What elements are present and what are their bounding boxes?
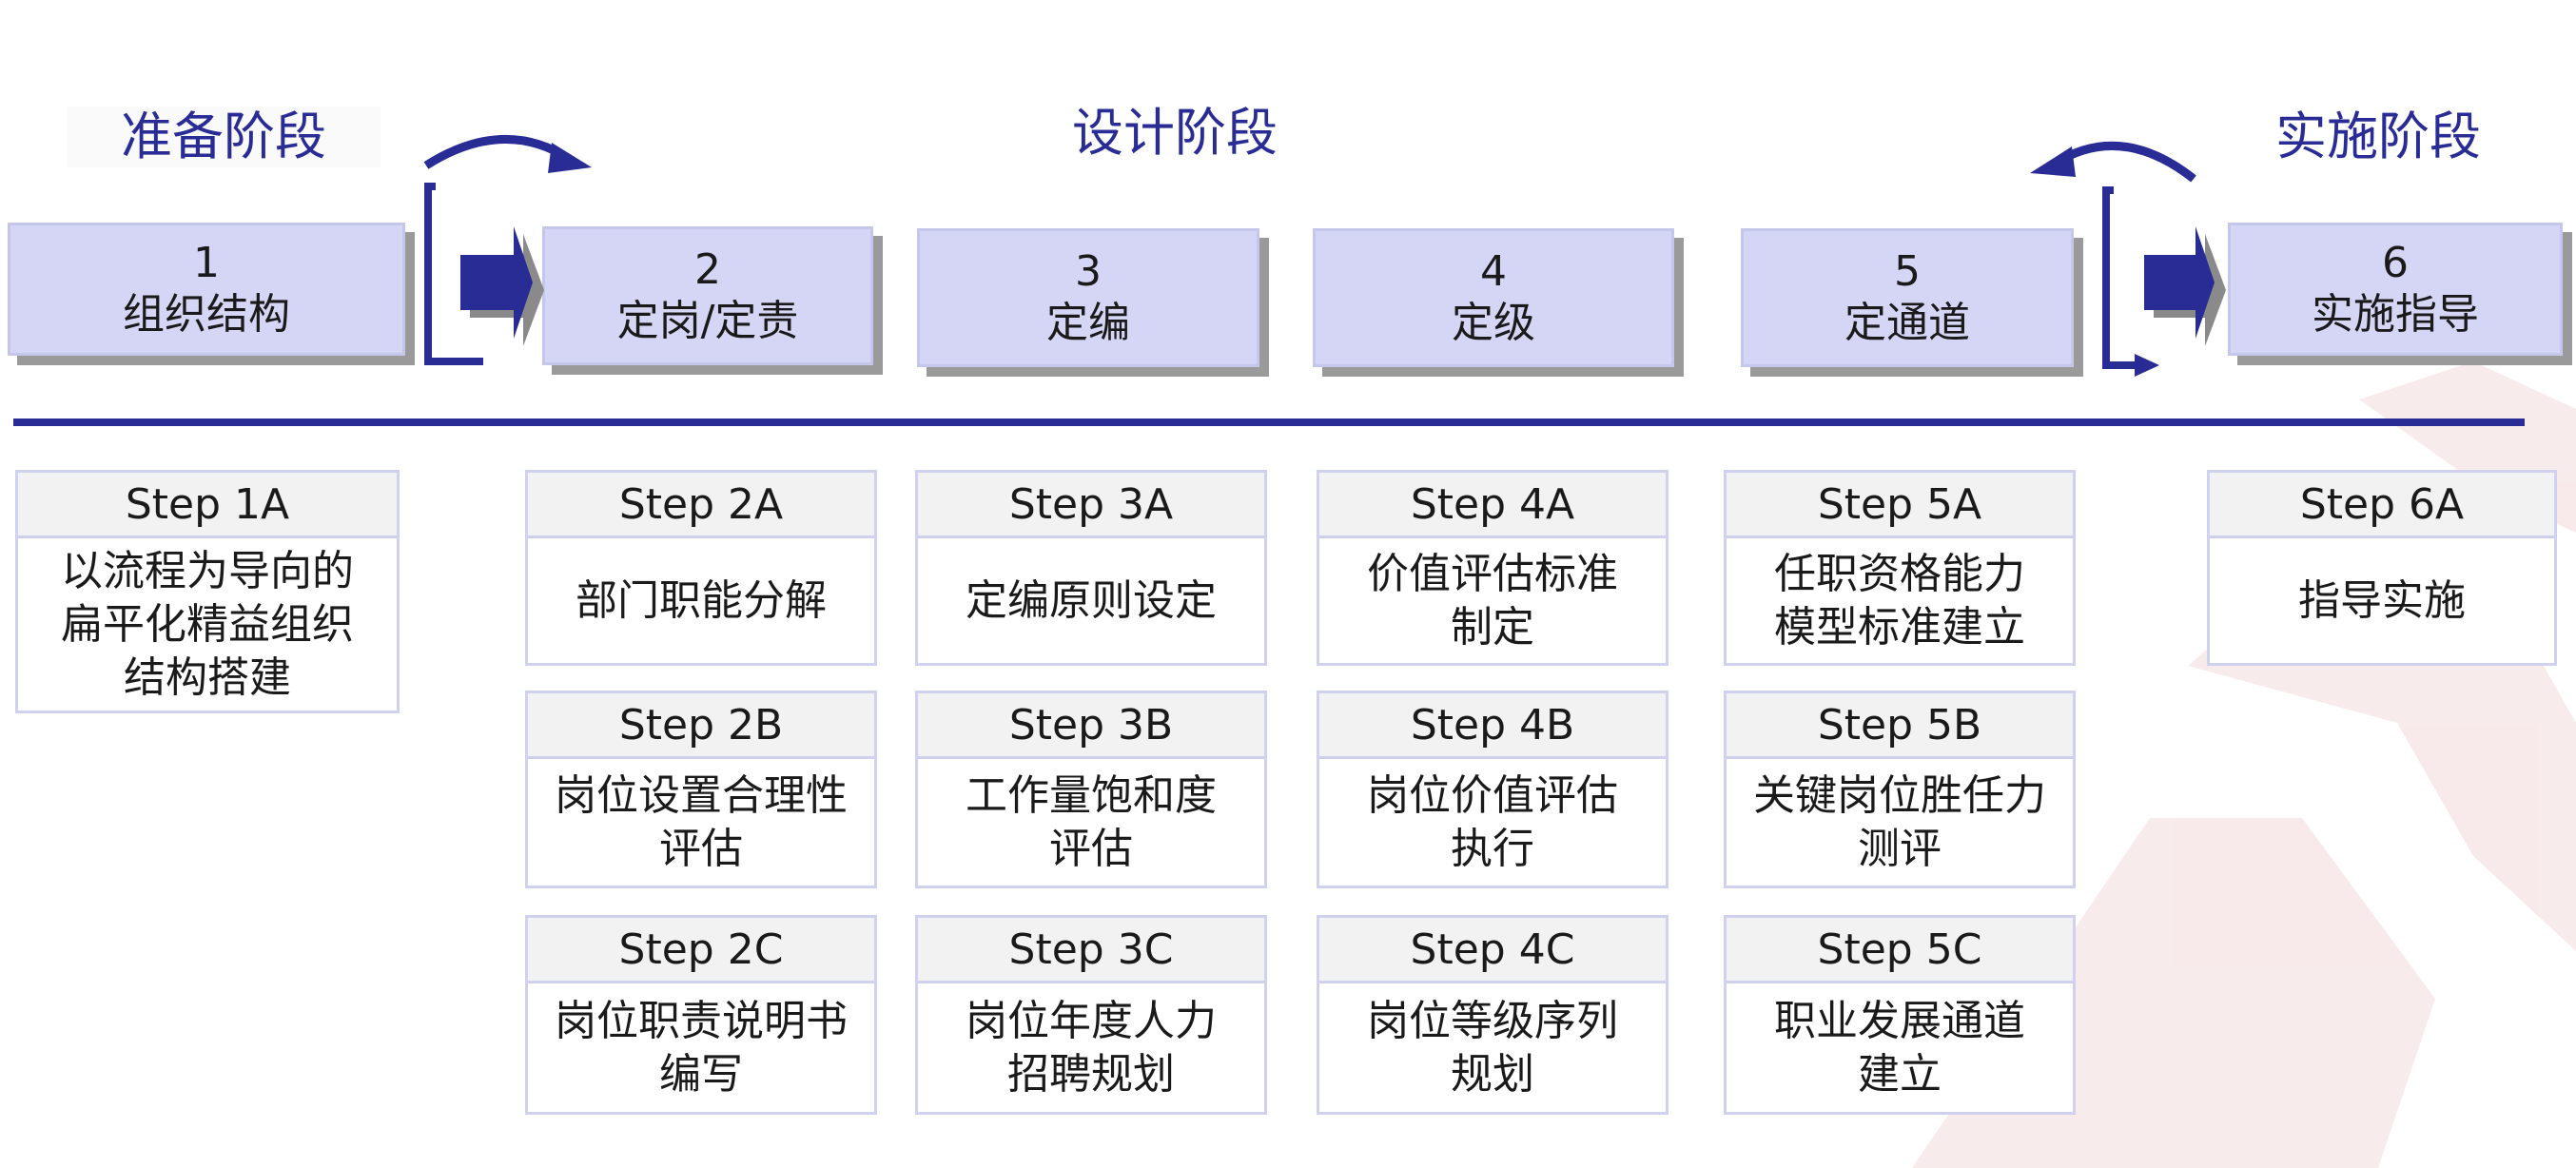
step-label: Step 3C (918, 918, 1264, 983)
step-label: Step 6A (2210, 473, 2554, 538)
stage-divider-line (13, 419, 2525, 426)
stage-4-box: 4 定级 (1313, 228, 1674, 367)
step-label: Step 4C (1319, 918, 1666, 983)
step-description: 工作量饱和度 评估 (966, 770, 1217, 873)
step-description: 部门职能分解 (576, 575, 827, 625)
stage-name: 组织结构 (123, 290, 290, 339)
stage-name: 实施指导 (2312, 290, 2479, 339)
stage-name: 定通道 (1844, 299, 1970, 347)
step-card-1A: Step 1A 以流程为导向的 扁平化精益组织 结构搭建 (15, 470, 400, 713)
step-label: Step 2B (528, 693, 874, 759)
step-label: Step 5C (1727, 918, 2073, 983)
step-card-4C: Step 4C 岗位等级序列 规划 (1317, 915, 1669, 1115)
stage-name: 定级 (1452, 299, 1535, 347)
stage-5-box: 5 定通道 (1741, 228, 2074, 367)
step-card-5B: Step 5B 关键岗位胜任力 测评 (1724, 691, 2076, 888)
step-card-3B: Step 3B 工作量饱和度 评估 (915, 691, 1267, 888)
step-label: Step 5B (1727, 693, 2073, 759)
stage-1-box: 1 组织结构 (8, 223, 405, 356)
step-card-4B: Step 4B 岗位价值评估 执行 (1317, 691, 1669, 888)
step-description: 指导实施 (2298, 575, 2466, 625)
step-label: Step 4B (1319, 693, 1666, 759)
stage-name: 定编 (1046, 299, 1130, 347)
stage-6-box: 6 实施指导 (2228, 223, 2563, 356)
step-card-5A: Step 5A 任职资格能力 模型标准建立 (1724, 470, 2076, 666)
step-label: Step 5A (1727, 473, 2073, 538)
stage-number: 3 (1075, 247, 1102, 296)
step-card-6A: Step 6A 指导实施 (2207, 470, 2557, 666)
step-label: Step 2C (528, 918, 874, 983)
step-description: 岗位设置合理性 评估 (555, 770, 848, 873)
step-description: 岗位年度人力 招聘规划 (966, 996, 1217, 1099)
step-card-3C: Step 3C 岗位年度人力 招聘规划 (915, 915, 1267, 1115)
step-description: 任职资格能力 模型标准建立 (1774, 549, 2025, 652)
step-card-5C: Step 5C 职业发展通道 建立 (1724, 915, 2076, 1115)
stage-2-box: 2 定岗/定责 (542, 226, 873, 365)
stage-name: 定岗/定责 (616, 297, 799, 345)
step-description: 职业发展通道 建立 (1774, 996, 2025, 1099)
step-description: 岗位等级序列 规划 (1367, 996, 1618, 1099)
step-label: Step 3B (918, 693, 1264, 759)
stage-number: 2 (694, 245, 721, 294)
phase-label-prepare: 准备阶段 (67, 107, 381, 167)
step-description: 岗位职责说明书 编写 (555, 996, 848, 1099)
stage-number: 1 (193, 239, 220, 287)
step-card-2C: Step 2C 岗位职责说明书 编写 (525, 915, 877, 1115)
step-label: Step 4A (1319, 473, 1666, 538)
stage-number: 4 (1480, 247, 1507, 296)
phase-label-design: 设计阶段 (1072, 103, 1278, 163)
step-label: Step 1A (18, 473, 397, 538)
stage-number: 5 (1894, 247, 1921, 296)
step-card-4A: Step 4A 价值评估标准 制定 (1317, 470, 1669, 666)
step-description: 价值评估标准 制定 (1367, 549, 1618, 652)
stage-number: 6 (2382, 239, 2409, 287)
step-card-3A: Step 3A 定编原则设定 (915, 470, 1267, 666)
step-card-2B: Step 2B 岗位设置合理性 评估 (525, 691, 877, 888)
stage-3-box: 3 定编 (917, 228, 1259, 367)
step-label: Step 3A (918, 473, 1264, 538)
step-description: 定编原则设定 (966, 575, 1217, 625)
step-description: 以流程为导向的 扁平化精益组织 结构搭建 (61, 546, 354, 702)
step-description: 关键岗位胜任力 测评 (1753, 770, 2046, 873)
step-card-2A: Step 2A 部门职能分解 (525, 470, 877, 666)
step-description: 岗位价值评估 执行 (1367, 770, 1618, 873)
phase-label-implement: 实施阶段 (2275, 107, 2481, 166)
step-label: Step 2A (528, 473, 874, 538)
